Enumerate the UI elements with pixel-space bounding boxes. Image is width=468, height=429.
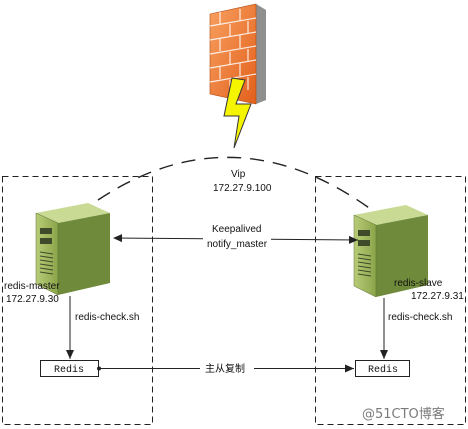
vip-arc (97, 156, 373, 211)
master-name: redis-master (4, 281, 60, 292)
slave-host-box (315, 176, 466, 425)
replication-label: 主从复制 (205, 362, 245, 375)
replication-label-bg (200, 360, 254, 376)
slave-name: redis-slave (394, 278, 443, 289)
firewall-icon (209, 3, 266, 105)
replication-origin-dot (97, 366, 101, 371)
slave-redis-label: Redis (368, 364, 398, 376)
master-host-box (2, 176, 153, 425)
slave-ip: 172.27.9.31 (411, 291, 464, 302)
master-server-icon (35, 203, 110, 296)
notify-master-label: notify_master (207, 239, 268, 250)
vip-ip: 172.27.9.100 (213, 183, 272, 194)
master-script-label: redis-check.sh (75, 312, 139, 323)
lightning-icon (223, 77, 252, 149)
slave-script-label: redis-check.sh (388, 312, 452, 323)
watermark: @51CTO博客 (362, 406, 445, 422)
master-ip: 172.27.9.30 (6, 294, 59, 305)
slave-server-icon (353, 205, 428, 298)
vip-label: Vip (231, 169, 246, 180)
keepalived-label: Keepalived (212, 224, 261, 235)
slave-redis-box (355, 360, 410, 377)
master-redis-label: Redis (54, 364, 84, 376)
keepalived-label-bg (203, 216, 271, 248)
